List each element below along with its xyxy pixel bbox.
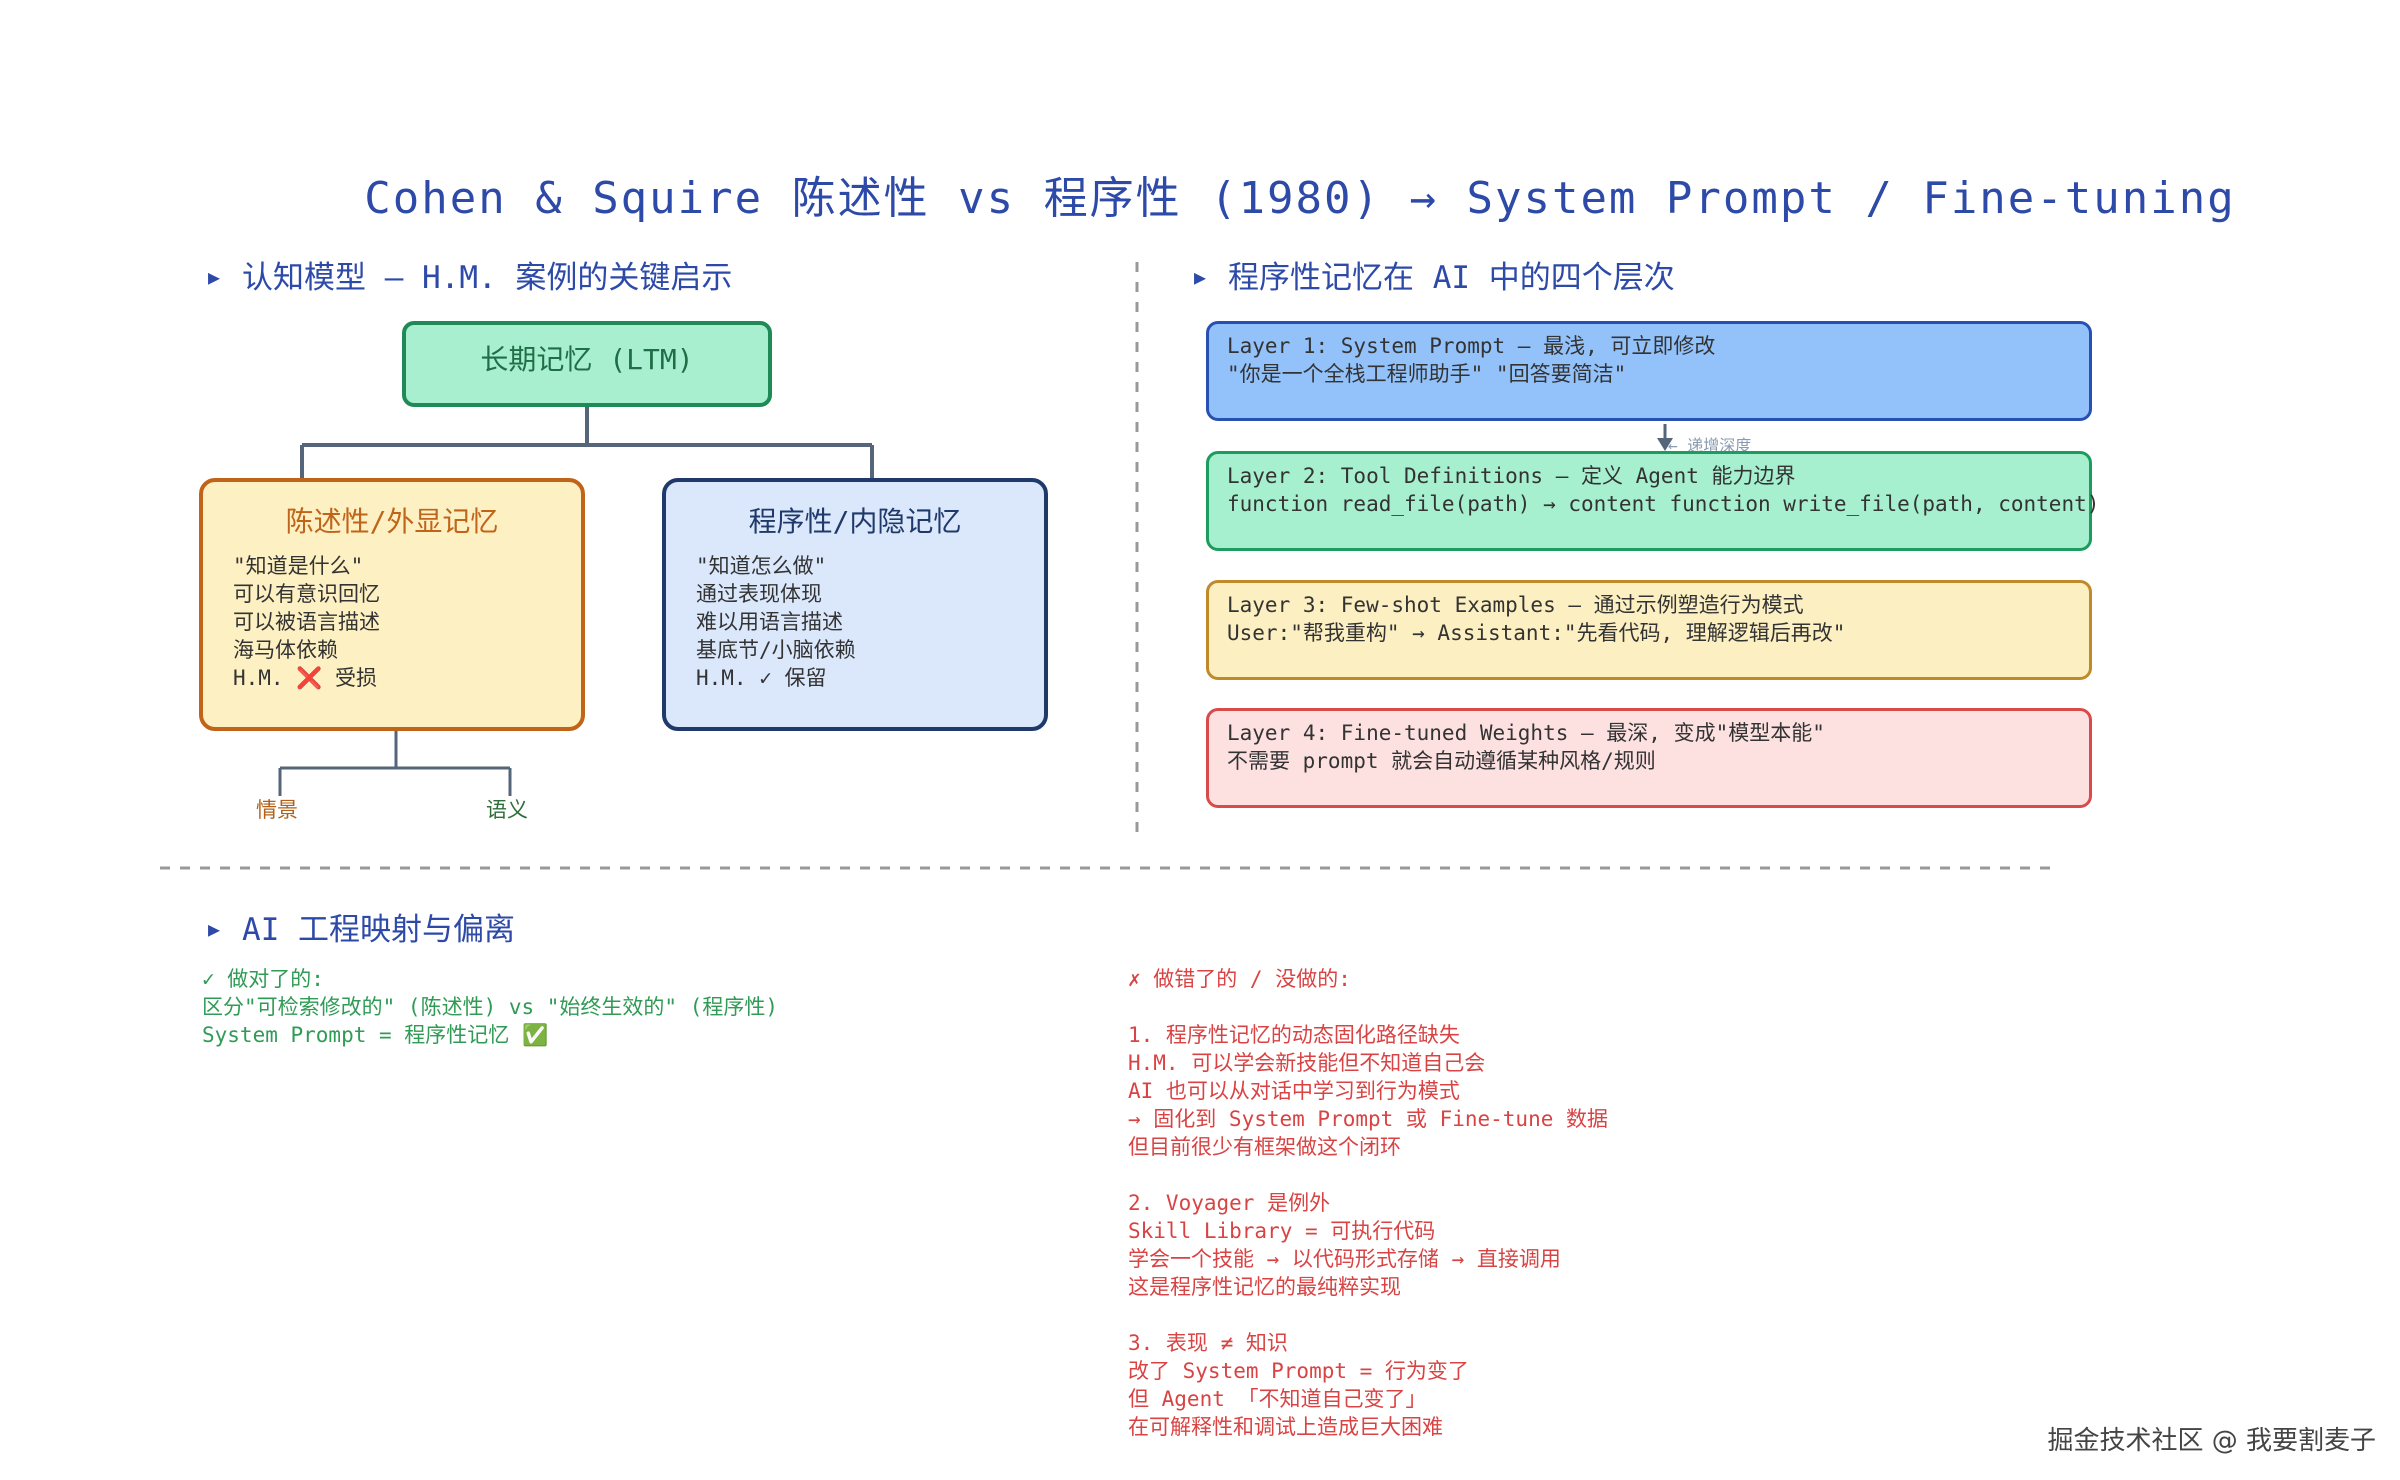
layer-2-card: Layer 2: Tool Definitions — 定义 Agent 能力边… <box>1206 451 2099 551</box>
declarative-title: 陈述性/外显记忆 <box>285 505 499 538</box>
layer-1-card: Layer 1: System Prompt — 最浅, 可立即修改"你是一个全… <box>1206 321 2092 421</box>
watermark: 掘金技术社区 @ 我要割麦子 <box>2047 1426 2376 1456</box>
page-title: Cohen & Squire 陈述性 vs 程序性 (1980) → Syste… <box>364 173 2236 224</box>
triangle-bullet-icon: ▶ <box>208 265 221 289</box>
section-heading-cognitive-model: ▶认知模型 — H.M. 案例的关键启示 <box>208 260 733 296</box>
ltm-node: 长期记忆 (LTM) <box>402 321 772 407</box>
triangle-bullet-icon: ▶ <box>208 917 221 941</box>
done-right-list: ✓ 做对了的:区分"可检索修改的" (陈述性) vs "始终生效的" (程序性)… <box>202 967 779 1047</box>
semantic-leaf: 语义 <box>486 798 528 822</box>
triangle-bullet-icon: ▶ <box>1194 265 1207 289</box>
section-heading-ai-mapping: ▶AI 工程映射与偏离 <box>208 912 516 948</box>
layer-4-card: Layer 4: Fine-tuned Weights — 最深, 变成"模型本… <box>1206 708 2092 808</box>
episodic-leaf: 情景 <box>256 798 298 822</box>
depth-label: ← 递增深度 <box>1668 436 1752 455</box>
check-icon: ✅ <box>521 1023 549 1047</box>
procedural-title: 程序性/内隐记忆 <box>748 505 962 538</box>
cross-icon: ❌ <box>296 666 323 690</box>
section-heading-ai-layers: ▶程序性记忆在 AI 中的四个层次 <box>1194 260 1675 296</box>
